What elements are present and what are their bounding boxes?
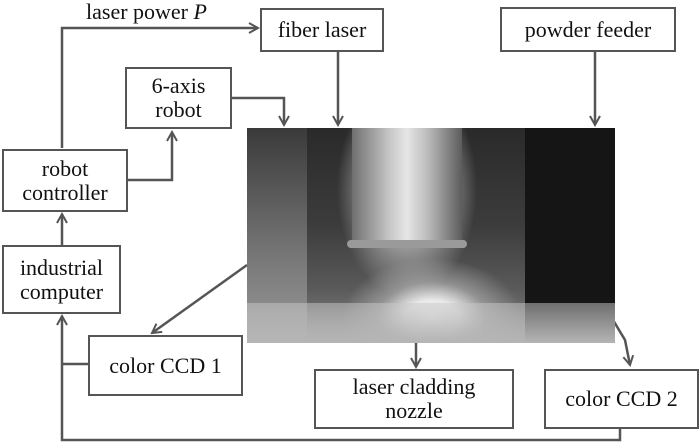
node-label: fiber laser (277, 17, 367, 42)
edge-label-laser-power: laser power P (86, 0, 207, 24)
node-industrial-computer[interactable]: industrial computer (2, 245, 121, 314)
edge-ccd-feedback-to-computer (62, 316, 622, 442)
node-label: color CCD 1 (109, 352, 222, 378)
node-label-line1: robot (41, 155, 89, 181)
node-label-line2: computer (19, 278, 104, 304)
node-label-line1: laser cladding (352, 374, 476, 399)
setup-photograph (247, 128, 615, 343)
node-color-ccd-2[interactable]: color CCD 2 (544, 369, 699, 429)
photo-nozzle-ring (347, 240, 467, 248)
node-6-axis-robot[interactable]: 6-axis robot (125, 67, 232, 129)
photo-workpiece (247, 303, 615, 343)
node-laser-cladding-nozzle[interactable]: laser cladding nozzle (314, 369, 514, 429)
node-robot-controller[interactable]: robot controller (2, 149, 128, 212)
node-label: powder feeder (524, 16, 652, 42)
edge-controller-to-fiber-laser (60, 28, 258, 148)
node-label-line2: robot (155, 97, 202, 122)
node-powder-feeder[interactable]: powder feeder (500, 7, 676, 52)
edge-controller-to-robot (127, 132, 172, 182)
edge-label-text: laser power (86, 0, 194, 24)
node-label-line1: industrial (19, 254, 104, 280)
edge-robot-to-photo (231, 96, 284, 125)
node-fiber-laser[interactable]: fiber laser (260, 8, 384, 52)
node-label-line2: controller (22, 179, 108, 205)
edge-photo-to-ccd1 (152, 263, 248, 333)
node-label-line2: nozzle (385, 398, 443, 423)
edge-label-variable: P (193, 0, 207, 24)
photo-nozzle-head (352, 128, 462, 248)
node-label-line1: 6-axis (151, 73, 206, 98)
node-color-ccd-1[interactable]: color CCD 1 (88, 335, 243, 396)
node-label: color CCD 2 (565, 386, 678, 411)
